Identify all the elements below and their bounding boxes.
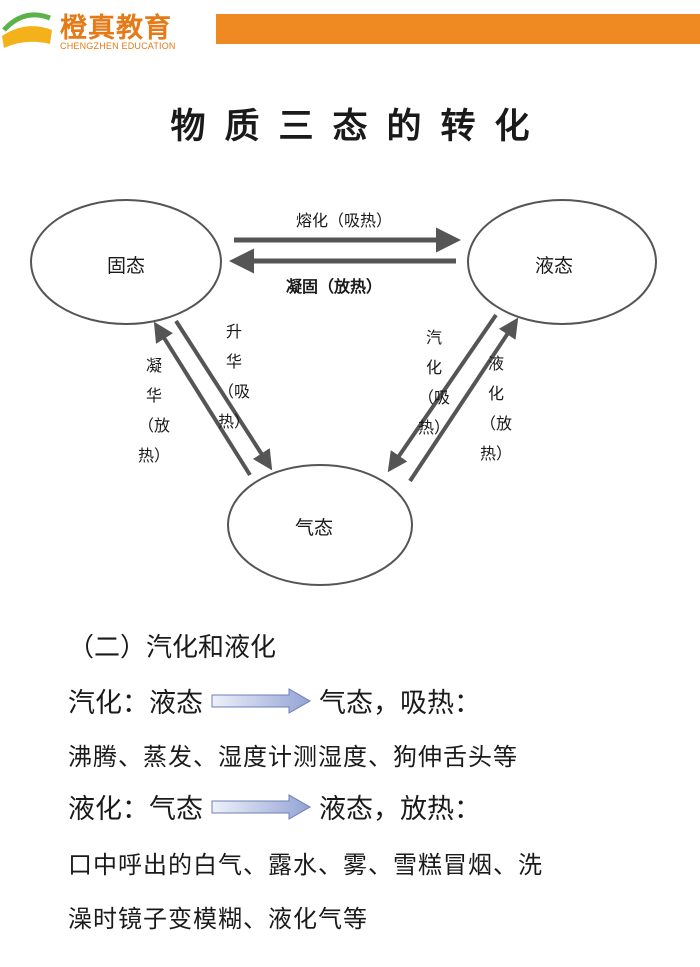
solidifying-label: 凝固（放热）	[286, 277, 383, 296]
deposition-label: 凝 华 （放 热）	[137, 356, 170, 465]
liquefaction-examples-line1: 口中呼出的白气、露水、雾、雪糕冒烟、洗	[68, 851, 543, 879]
state-transition-diagram: 固态 液态 气态 熔化（吸热） 凝固（放热） 升 华 （吸 热） 凝 华 （放 …	[0, 185, 700, 605]
melting-label: 熔化（吸热）	[296, 211, 393, 230]
gas-label: 气态	[294, 517, 333, 539]
solid-label: 固态	[106, 255, 145, 277]
liquid-ellipse	[467, 199, 657, 325]
vaporization-examples: 沸腾、蒸发、湿度计测湿度、狗伸舌头等	[68, 743, 518, 771]
sublimation-label: 升 华 （吸 热）	[217, 322, 250, 431]
liquefaction-row: 液化：气态 液态，放热：	[68, 787, 481, 826]
right-arrow-icon	[211, 687, 311, 714]
liquefaction-result-text: 液态，放热：	[319, 794, 481, 825]
logo-emblem	[2, 12, 52, 48]
solid-ellipse	[30, 199, 222, 325]
liquefaction-label-text: 液化：气态	[68, 794, 203, 825]
gas-ellipse	[227, 464, 413, 586]
sublimation-arrow	[174, 319, 273, 471]
vaporization-result-text: 气态，吸热：	[319, 688, 481, 719]
header-bar	[216, 14, 700, 44]
page-title: 物质三态的转化	[170, 107, 549, 147]
logo-book-icon	[2, 26, 52, 48]
brand-subtitle: CHENGZHEN EDUCATION	[60, 41, 176, 51]
deposition-arrow	[153, 321, 252, 477]
liquefaction-examples-line2: 澡时镜子变模糊、液化气等	[68, 905, 368, 933]
liquefaction-label: 液 化 （放 热）	[479, 354, 512, 463]
right-arrow-icon	[211, 793, 311, 820]
vaporization-row: 汽化：液态 气态，吸热：	[68, 681, 481, 720]
liquid-label: 液态	[534, 255, 573, 277]
section-title: （二）汽化和液化	[68, 633, 277, 663]
vaporization-label: 汽 化 （吸 热）	[417, 328, 450, 437]
vaporization-arrow	[387, 313, 498, 473]
brand-name: 橙真教育	[60, 13, 172, 44]
liquefaction-arrow	[408, 317, 519, 483]
logo-leaf-icon	[2, 12, 51, 32]
vaporization-label-text: 汽化：液态	[68, 688, 203, 719]
